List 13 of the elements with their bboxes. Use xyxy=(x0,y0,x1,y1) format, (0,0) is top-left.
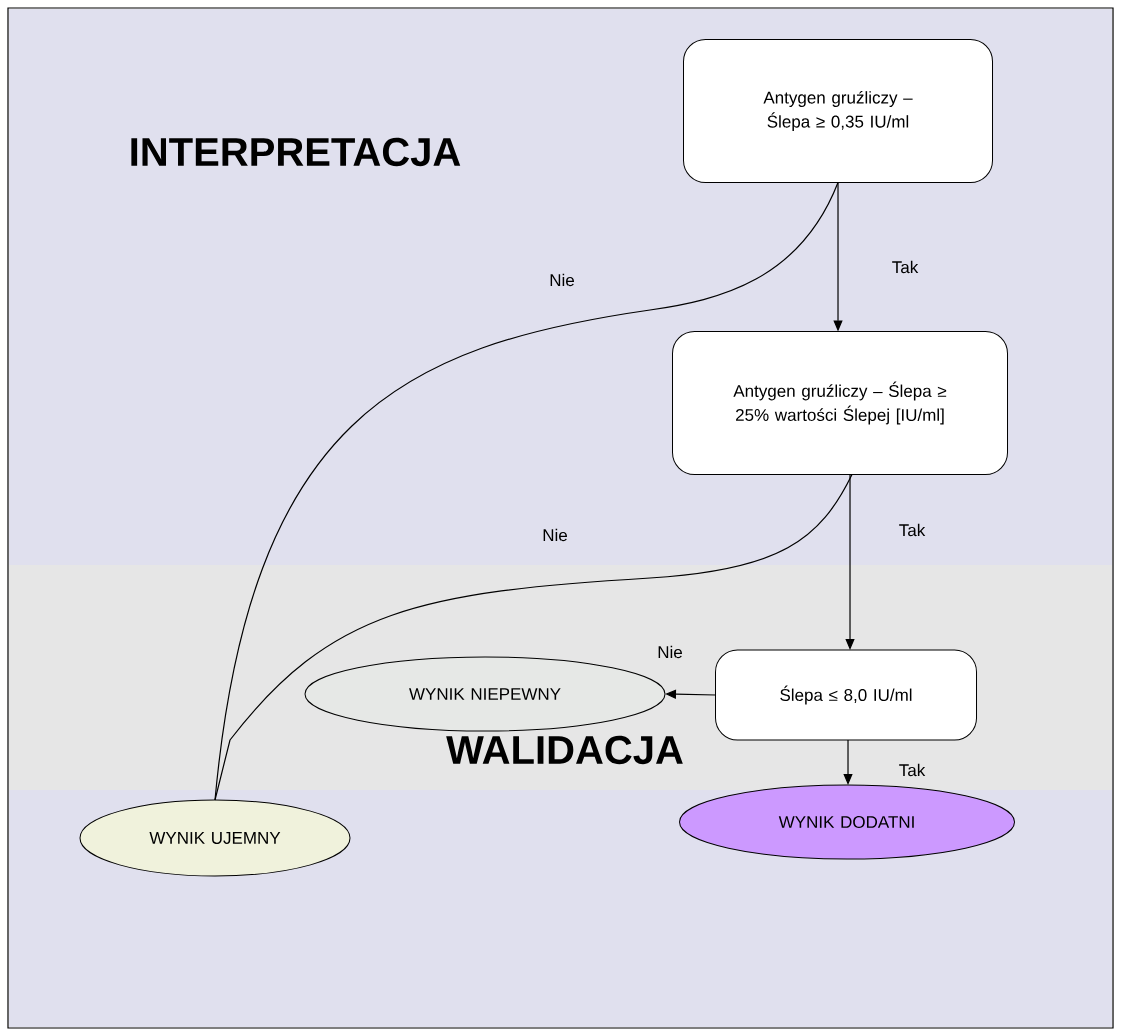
edge-label: Tak xyxy=(892,260,919,274)
connector-line xyxy=(214,181,839,801)
process-box: Antygen gruźliczy – Ślepa ≥ 0,35 IU/ml xyxy=(683,39,993,183)
connector-line xyxy=(214,473,853,801)
process-box: Ślepa ≤ 8,0 IU/ml xyxy=(715,649,977,741)
edge-label: Nie xyxy=(550,273,574,287)
edge-label: Tak xyxy=(899,523,926,537)
edge-label: Nie xyxy=(543,528,567,542)
section-title: WALIDACJA xyxy=(446,735,683,765)
edge-label: Tak xyxy=(899,763,926,777)
edge-label: Nie xyxy=(658,645,682,659)
section-title: INTERPRETACJA xyxy=(131,137,461,167)
process-box: Antygen gruźliczy – Ślepa ≥ 25% wartości Ślepej [IU/ml] xyxy=(672,331,1008,475)
